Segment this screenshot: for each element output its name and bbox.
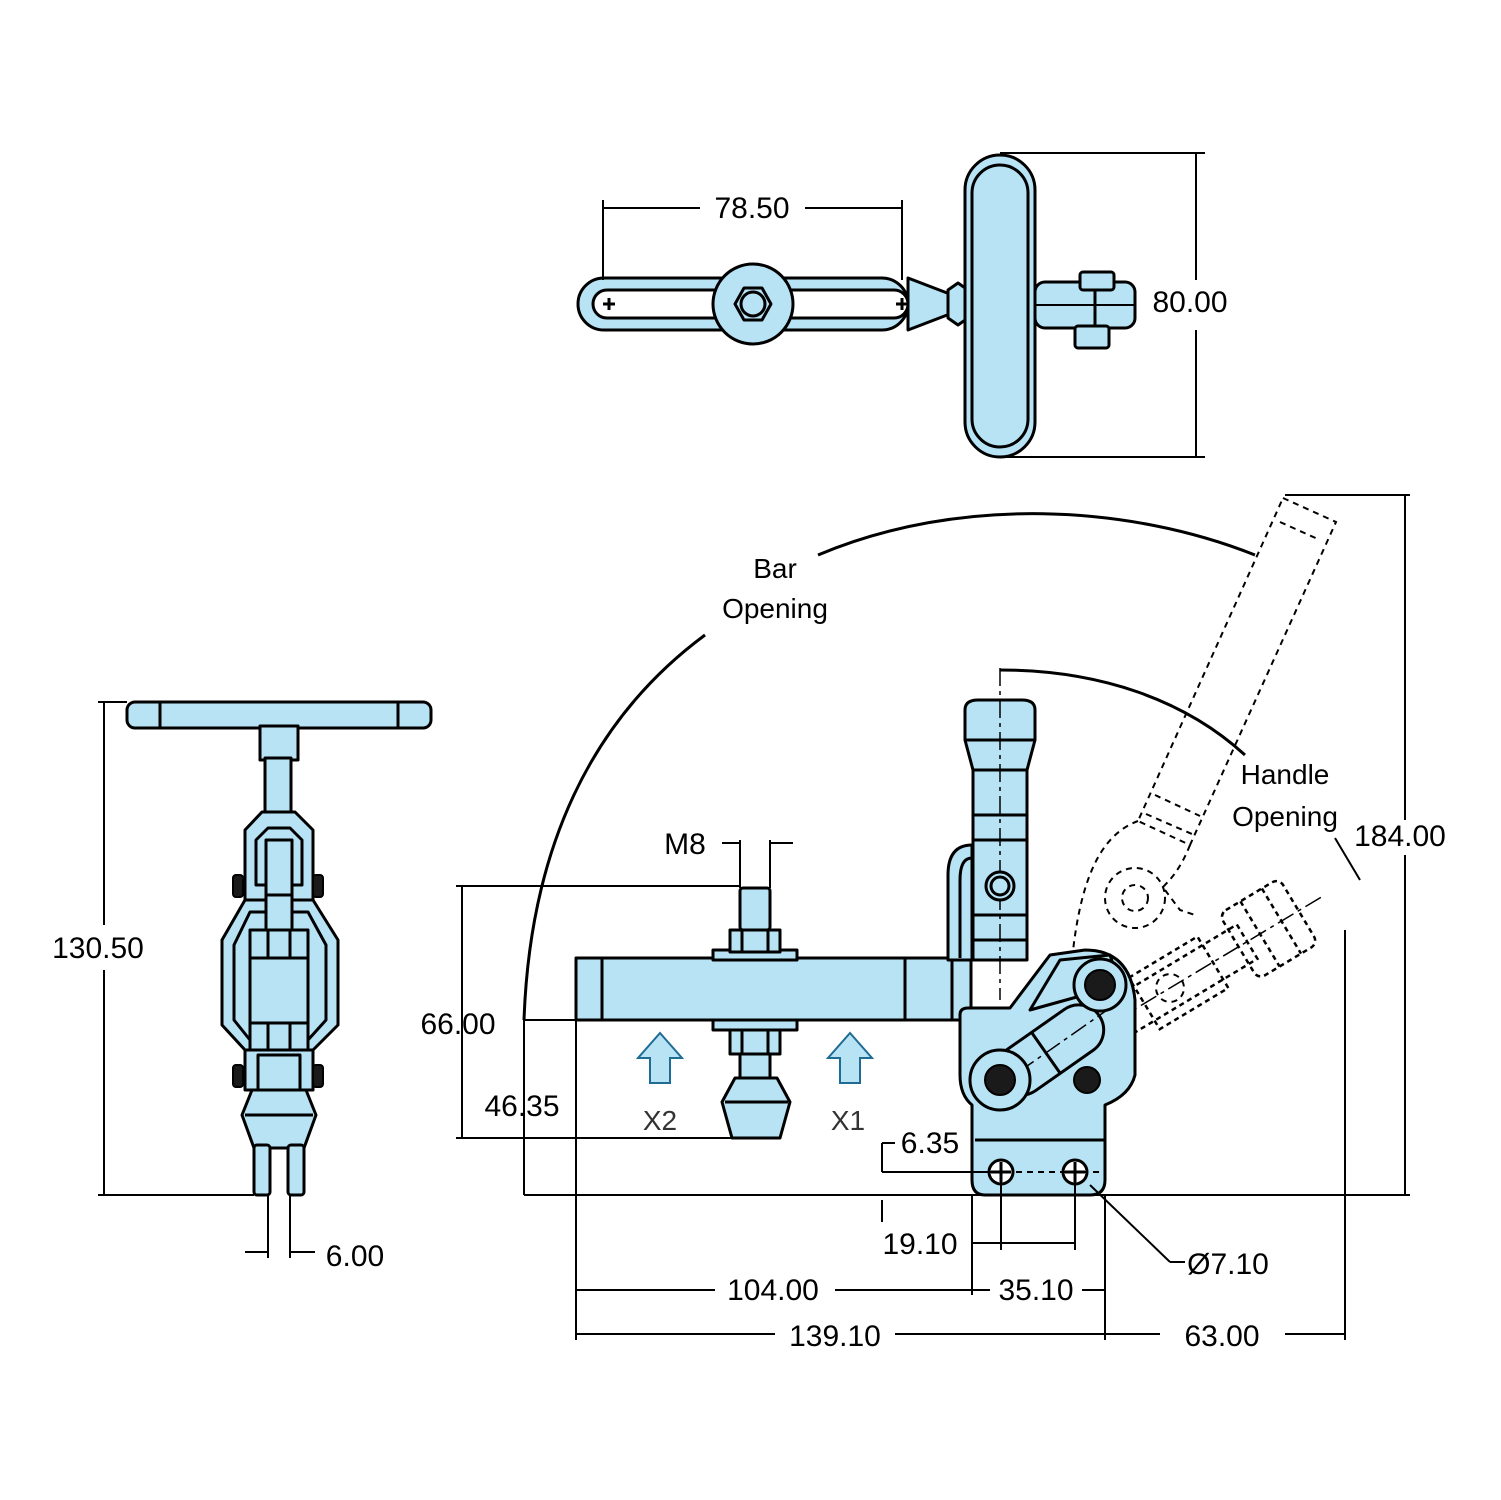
dim-6-35: 6.35 [901,1127,959,1160]
dim-m8: M8 [664,828,706,861]
dim-63-00: 63.00 [1184,1320,1259,1353]
dim-80-00: 80.00 [1152,286,1227,319]
dim-35-10: 35.10 [998,1274,1073,1307]
dim-hole-diameter: Ø7.10 [1187,1248,1269,1281]
dim-6-00: 6.00 [326,1240,384,1273]
dim-139-10: 139.10 [789,1320,881,1353]
bar-opening-arc [522,633,706,1021]
dim-104-00: 104.00 [727,1274,819,1307]
end-view: 130.50 6.00 [52,700,433,1273]
clamp-bar [574,956,973,1022]
x1-label: X1 [831,1105,865,1136]
x1-force-arrow [825,1031,875,1084]
spindle-pad [720,1076,792,1140]
spindle-open-position [1058,879,1325,1056]
handle-opening-label-1: Handle [1241,759,1330,790]
dim-19-10: 19.10 [882,1228,957,1261]
bar-opening-label-1: Bar [753,553,797,584]
top-view-handle-grip [963,153,1037,459]
dim-66-00: 66.00 [420,1008,495,1041]
dim-78-50: 78.50 [714,192,789,225]
handle-opening-label-2: Opening [1232,801,1338,832]
dim-184-00: 184.00 [1354,820,1446,853]
x2-label: X2 [643,1105,677,1136]
handle-open-position [1071,496,1338,961]
bar-opening-label-2: Opening [722,593,828,624]
handle-opening-arc [999,668,1247,757]
dim-46-35: 46.35 [484,1090,559,1123]
front-view: Bar Opening Handle Opening [420,494,1446,1353]
spindle-thread [738,886,772,932]
x2-force-arrow [635,1031,685,1084]
dim-130-50: 130.50 [52,932,144,965]
top-view: 78.50 80.00 [576,152,1228,459]
end-view-handle-bar [125,700,433,730]
